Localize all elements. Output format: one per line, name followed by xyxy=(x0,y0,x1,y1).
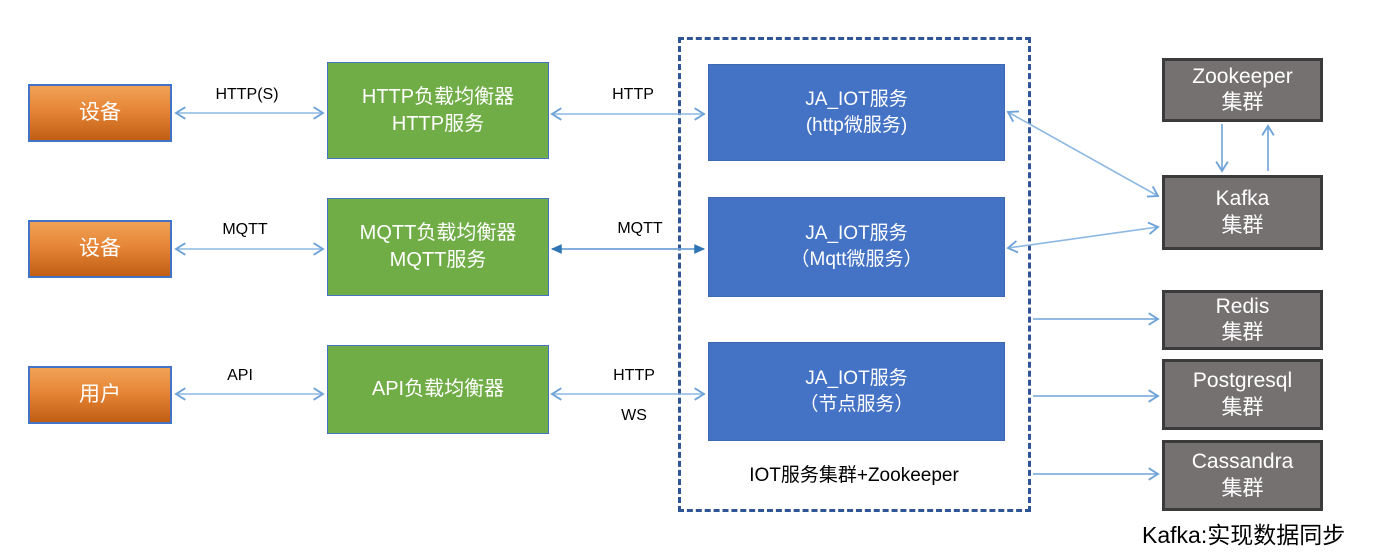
iot-cluster-container xyxy=(678,37,1031,512)
node-redis-cluster: Redis 集群 xyxy=(1162,290,1323,350)
node-ja-iot-node-service: JA_IOT服务 （节点服务） xyxy=(708,342,1005,441)
edge-label-https: HTTP(S) xyxy=(215,86,279,103)
edge-label-ws: WS xyxy=(621,407,647,424)
node-device-1: 设备 xyxy=(28,84,172,142)
iot-cluster-container-label: IOT服务集群+Zookeeper xyxy=(749,465,959,486)
node-postgresql-cluster: Postgresql 集群 xyxy=(1162,359,1323,430)
edge-iotmqtt-kafka xyxy=(1006,221,1160,254)
node-http-load-balancer: HTTP负载均衡器 HTTP服务 xyxy=(327,62,549,159)
edge-iothttp-kafka xyxy=(1006,110,1160,198)
node-cassandra-cluster: Cassandra 集群 xyxy=(1162,440,1323,511)
edge-label-http-1: HTTP xyxy=(612,86,654,103)
node-user: 用户 xyxy=(28,366,172,424)
footnote-kafka-sync: Kafka:实现数据同步 xyxy=(1142,522,1346,548)
node-device-2: 设备 xyxy=(28,220,172,278)
node-ja-iot-mqtt-service: JA_IOT服务 （Mqtt微服务） xyxy=(708,197,1005,297)
edge-label-mqtt-2: MQTT xyxy=(617,220,663,237)
edge-label-mqtt-1: MQTT xyxy=(222,221,268,238)
node-kafka-cluster: Kafka 集群 xyxy=(1162,175,1323,250)
node-api-load-balancer: API负载均衡器 xyxy=(327,345,549,434)
node-zookeeper-cluster: Zookeeper 集群 xyxy=(1162,58,1323,122)
node-ja-iot-http-service: JA_IOT服务 (http微服务) xyxy=(708,64,1005,161)
edge-label-http-3: HTTP xyxy=(613,367,655,384)
node-mqtt-load-balancer: MQTT负载均衡器 MQTT服务 xyxy=(327,198,549,296)
edge-label-api: API xyxy=(227,367,253,384)
